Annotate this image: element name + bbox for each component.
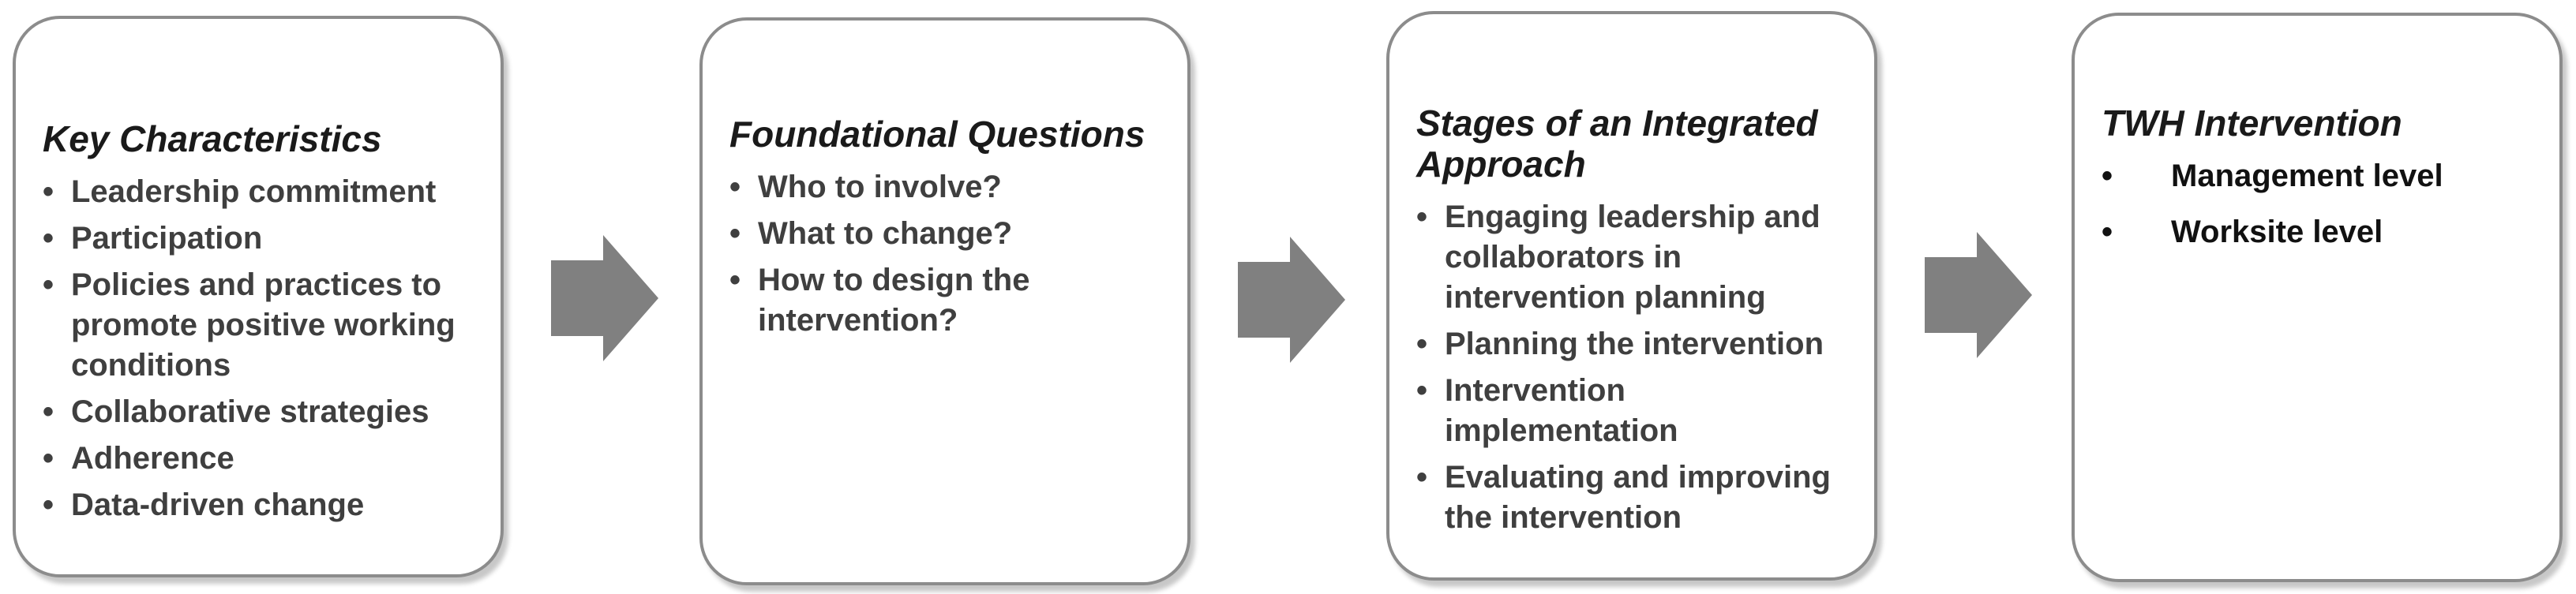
list-item: •Adherence xyxy=(43,439,477,479)
bullet-icon: • xyxy=(43,174,54,209)
bullet-icon: • xyxy=(2102,215,2113,249)
item-list: •Who to involve? •What to change? •How t… xyxy=(729,167,1164,341)
box-title: Stages of an Integrated Approach xyxy=(1416,103,1818,185)
list-item: •Intervention implementation xyxy=(1416,371,1850,451)
box-title: TWH Intervention xyxy=(2102,103,2402,144)
box-title: Foundational Questions xyxy=(729,114,1146,155)
bullet-icon: • xyxy=(2102,159,2113,193)
bullet-icon: • xyxy=(43,267,54,302)
item-list: •Management level •Worksite level xyxy=(2102,156,2536,252)
bullet-icon: • xyxy=(43,441,54,476)
list-item: •Participation xyxy=(43,219,477,259)
right-arrow-icon xyxy=(1238,237,1345,363)
bullet-icon: • xyxy=(43,221,54,256)
list-item: •Worksite level xyxy=(2102,212,2536,252)
bullet-icon: • xyxy=(43,488,54,522)
list-item: •Who to involve? xyxy=(729,167,1164,207)
list-item: •Leadership commitment xyxy=(43,172,477,212)
item-list: •Engaging leadership and collaborators i… xyxy=(1416,197,1850,538)
bullet-icon: • xyxy=(729,263,741,297)
list-item: •Planning the intervention xyxy=(1416,324,1850,364)
arrow-shape xyxy=(1925,232,2032,358)
list-item: •Evaluating and improving the interventi… xyxy=(1416,458,1850,538)
bullet-icon: • xyxy=(1416,327,1428,361)
list-item: •Policies and practices to promote posit… xyxy=(43,265,477,386)
bullet-icon: • xyxy=(1416,200,1428,234)
list-item: •Engaging leadership and collaborators i… xyxy=(1416,197,1850,318)
box-title: Key Characteristics xyxy=(43,118,382,159)
item-list: •Leadership commitment •Participation •P… xyxy=(43,172,477,525)
foundational-questions-box: Foundational Questions •Who to involve? … xyxy=(699,17,1191,585)
bullet-icon: • xyxy=(729,216,741,251)
twh-intervention-box: TWH Intervention •Management level •Work… xyxy=(2072,13,2563,582)
list-item: •Data-driven change xyxy=(43,485,477,525)
stages-integrated-approach-box: Stages of an Integrated Approach •Engagi… xyxy=(1386,11,1877,581)
bullet-icon: • xyxy=(729,170,741,204)
arrow-shape xyxy=(1238,237,1345,363)
list-item: •How to design the intervention? xyxy=(729,260,1164,341)
arrow-shape xyxy=(551,235,658,361)
list-item: •Management level xyxy=(2102,156,2536,196)
bullet-icon: • xyxy=(1416,373,1428,408)
bullet-icon: • xyxy=(43,394,54,429)
bullet-icon: • xyxy=(1416,460,1428,495)
right-arrow-icon xyxy=(551,235,658,361)
list-item: •What to change? xyxy=(729,214,1164,254)
list-item: •Collaborative strategies xyxy=(43,392,477,432)
right-arrow-icon xyxy=(1925,232,2032,358)
key-characteristics-box: Key Characteristics •Leadership commitme… xyxy=(13,16,504,577)
